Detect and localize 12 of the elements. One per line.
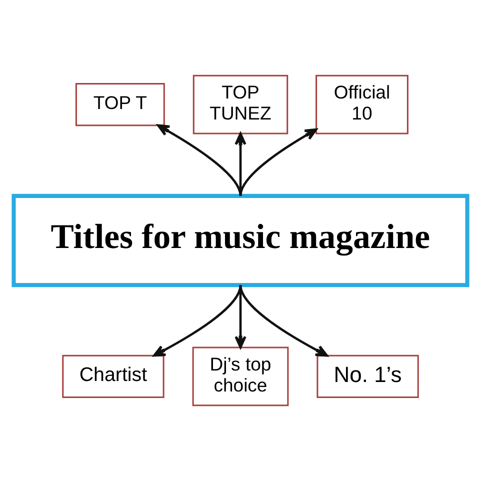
- node-box: Official 10: [315, 74, 408, 134]
- node-box: Dj’s top choice: [192, 346, 288, 406]
- arrow: [152, 284, 242, 356]
- arrow: [238, 284, 328, 356]
- arrow: [238, 128, 317, 196]
- node-box: Chartist: [62, 354, 164, 398]
- node-box: Titles for music magazine: [11, 193, 469, 287]
- node-box: TOP TUNEZ: [192, 74, 288, 134]
- node-box: TOP T: [74, 82, 164, 126]
- arrow: [234, 132, 246, 196]
- arrow: [156, 124, 242, 196]
- node-box: No. 1’s: [316, 354, 418, 398]
